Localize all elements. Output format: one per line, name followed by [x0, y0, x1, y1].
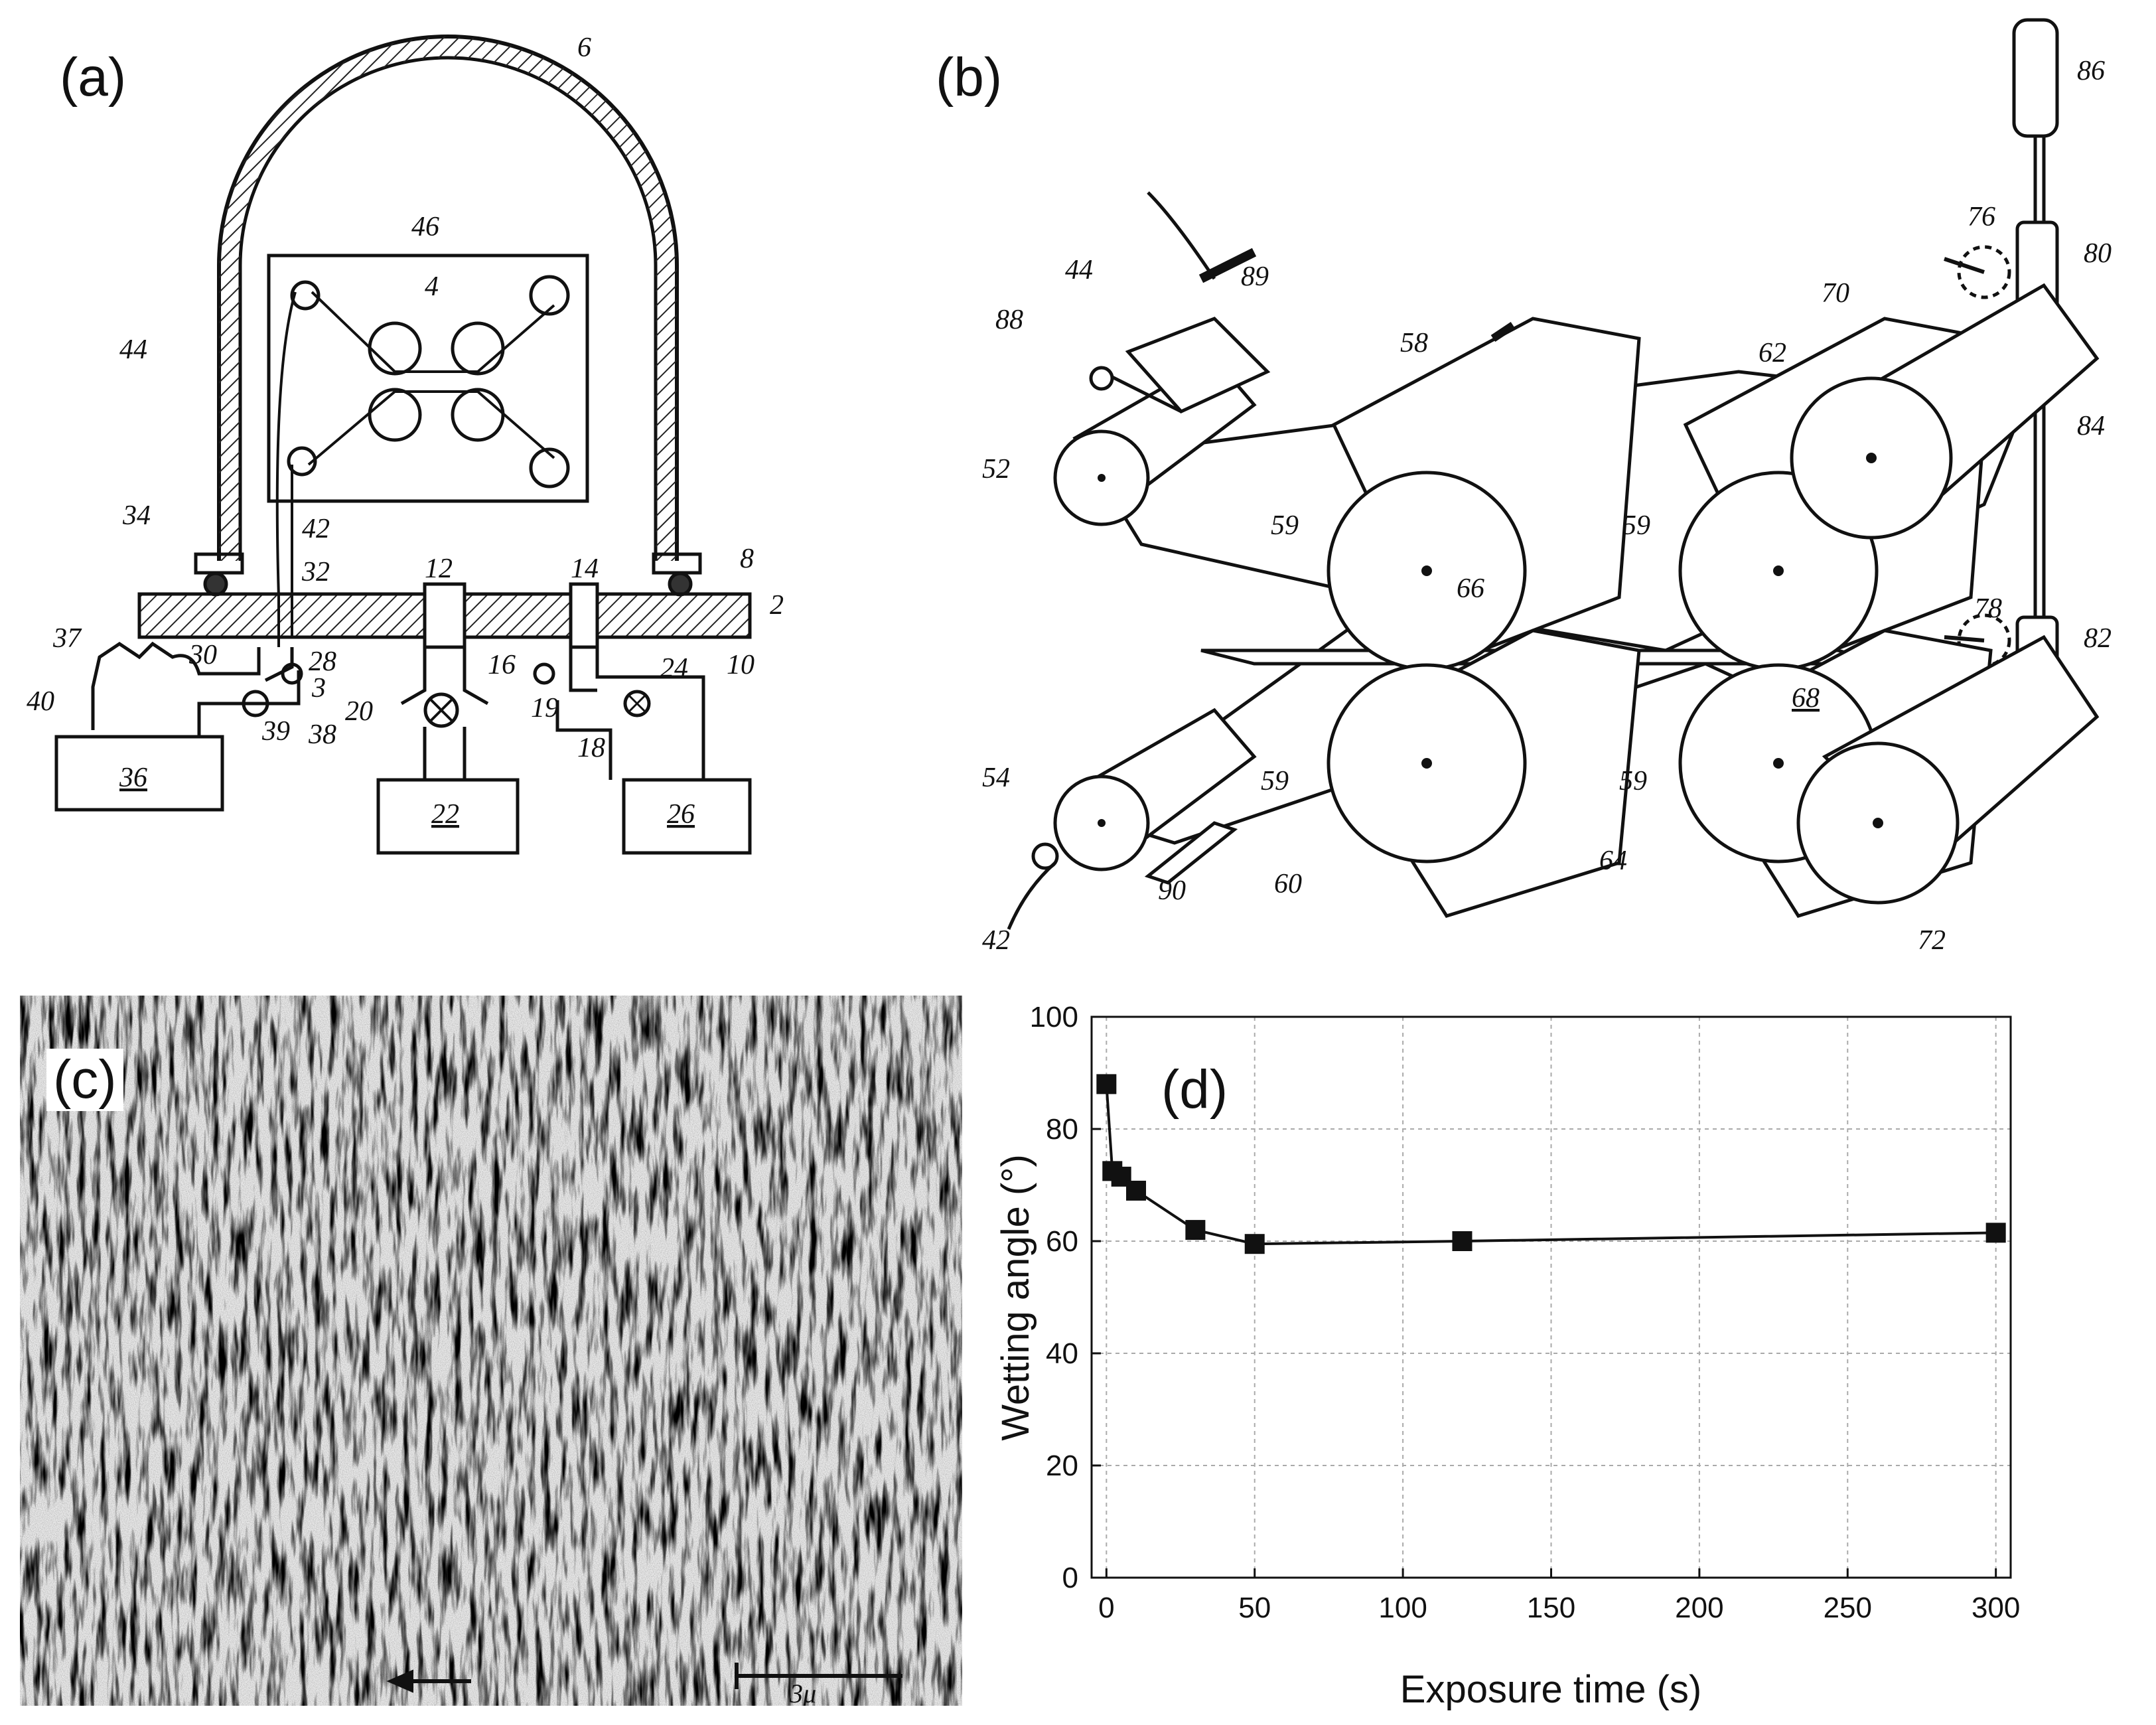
callout-a-39: 39 — [261, 716, 290, 747]
callout-a-46: 46 — [411, 212, 439, 242]
callout-a-10: 10 — [727, 650, 755, 680]
roller-frame — [267, 254, 589, 503]
panel-a-vacuum-chamber-diagram: 6 46 4 44 34 42 32 8 2 12 14 10 37 30 28… — [0, 0, 956, 942]
callout-b-84: 84 — [2077, 411, 2105, 441]
callout-a-8: 8 — [740, 544, 754, 574]
data-point — [1096, 1074, 1117, 1094]
callout-a-32: 32 — [301, 557, 330, 587]
callout-b-59-b: 59 — [1622, 510, 1650, 541]
callout-a-40: 40 — [27, 686, 54, 717]
callout-b-58: 58 — [1400, 328, 1428, 358]
callout-a-14: 14 — [571, 554, 599, 584]
power-box-36 — [54, 735, 224, 812]
scale-bar — [735, 1663, 902, 1689]
x-tick-label: 150 — [1527, 1592, 1575, 1624]
callout-b-52: 52 — [982, 454, 1010, 485]
callout-b-64: 64 — [1599, 846, 1627, 876]
bell-jar-inner — [238, 56, 658, 561]
callout-a-42: 42 — [302, 514, 330, 544]
panel-d-wetting-angle-chart: 0 50 100 150 200 250 300 0 20 40 60 80 100 Exposure … — [982, 982, 2156, 1725]
callout-b-80: 80 — [2084, 238, 2112, 269]
callout-a-2: 2 — [770, 590, 784, 621]
callout-b-86: 86 — [2077, 56, 2105, 86]
callout-b-78: 78 — [1974, 593, 2002, 624]
ticks-layer: 0 50 100 150 200 250 300 0 20 40 60 80 100 — [1030, 1001, 2021, 1624]
callout-a-24: 24 — [660, 653, 688, 684]
y-tick-label: 100 — [1030, 1001, 1078, 1033]
y-axis-label: Wetting angle (°) — [994, 1154, 1037, 1441]
callout-b-59-a: 59 — [1271, 510, 1299, 541]
callout-a-30: 30 — [188, 640, 217, 670]
points-layer — [1096, 1074, 2006, 1254]
callout-b-88: 88 — [995, 305, 1023, 335]
callout-b-44: 44 — [1065, 255, 1093, 285]
x-tick-label: 200 — [1675, 1592, 1723, 1624]
y-tick-label: 60 — [1046, 1225, 1078, 1258]
chart-svg: 0 50 100 150 200 250 300 0 20 40 60 80 100 Exposure … — [994, 1001, 2021, 1711]
panel-c-micrograph: 3μ — [20, 996, 962, 1706]
x-tick-label: 250 — [1824, 1592, 1872, 1624]
callout-b-54: 54 — [982, 763, 1010, 793]
callout-a-12: 12 — [425, 554, 453, 584]
data-point — [1126, 1180, 1147, 1201]
callout-a-44: 44 — [119, 335, 147, 365]
callout-a-16: 16 — [488, 650, 516, 680]
callout-a-20: 20 — [345, 696, 373, 727]
panel-label-a: (a) — [53, 46, 133, 109]
callout-a-26: 26 — [667, 799, 695, 830]
x-axis-label: Exposure time (s) — [1400, 1668, 1701, 1711]
scale-bar-label: 3μ — [789, 1679, 816, 1706]
callout-a-3: 3 — [311, 673, 326, 704]
callout-a-18: 18 — [577, 733, 605, 763]
y-tick-label: 20 — [1046, 1450, 1078, 1482]
callout-b-42: 42 — [982, 925, 1010, 956]
x-tick-label: 300 — [1972, 1592, 2020, 1624]
y-tick-label: 40 — [1046, 1337, 1078, 1370]
data-point — [1985, 1223, 2006, 1243]
callout-b-66: 66 — [1457, 573, 1484, 604]
panel-label-c: (c) — [46, 1049, 123, 1111]
callout-b-60: 60 — [1274, 869, 1302, 899]
callout-a-37: 37 — [52, 623, 82, 654]
panel-b-roller-mechanism-diagram: 86 76 80 44 89 88 58 62 70 84 52 59 59 6… — [922, 0, 2156, 962]
callout-b-72: 72 — [1918, 925, 1946, 956]
x-tick-label: 0 — [1098, 1592, 1114, 1624]
callout-b-59-d: 59 — [1619, 766, 1647, 796]
callout-a-28: 28 — [309, 646, 336, 677]
callout-b-76: 76 — [1968, 202, 1995, 232]
callout-a-19: 19 — [531, 693, 559, 723]
callout-b-62: 62 — [1759, 338, 1786, 368]
x-tick-label: 50 — [1238, 1592, 1271, 1624]
callout-a-36: 36 — [119, 763, 147, 793]
callout-a-38: 38 — [308, 719, 336, 750]
panel-label-d: (d) — [1161, 1059, 1228, 1120]
callout-a-22: 22 — [431, 799, 459, 830]
callout-b-89: 89 — [1241, 262, 1269, 292]
callout-b-59-c: 59 — [1261, 766, 1289, 796]
x-tick-label: 100 — [1378, 1592, 1427, 1624]
panel-label-b: (b) — [929, 46, 1009, 109]
y-tick-label: 0 — [1062, 1562, 1078, 1594]
callout-a-6: 6 — [577, 33, 591, 63]
callout-b-82: 82 — [2084, 623, 2112, 654]
y-tick-label: 80 — [1046, 1113, 1078, 1146]
callout-a-4: 4 — [425, 271, 439, 302]
data-point — [1244, 1234, 1265, 1254]
data-point — [1452, 1231, 1473, 1251]
callout-b-68: 68 — [1792, 683, 1820, 713]
data-point — [1185, 1220, 1206, 1240]
callout-b-90: 90 — [1158, 875, 1186, 906]
direction-arrow — [386, 1669, 471, 1693]
callout-b-70: 70 — [1822, 278, 1849, 309]
callout-a-34: 34 — [122, 500, 151, 531]
